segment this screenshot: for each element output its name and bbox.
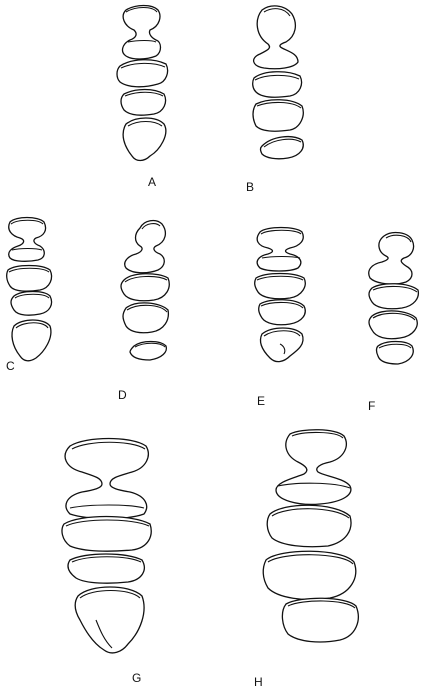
panel-label-a: A — [148, 175, 156, 189]
specimen-h-segment-2 — [266, 504, 352, 548]
specimen-f-upper-segment — [368, 231, 415, 285]
specimen-g-terminal-segment — [74, 586, 145, 654]
specimen-g: G — [61, 437, 152, 685]
specimen-b-segment-3 — [252, 99, 304, 132]
specimen-h: H — [254, 429, 359, 689]
specimen-c-upper-segment — [8, 216, 47, 262]
panel-label-b: B — [246, 180, 254, 194]
specimen-d: D — [118, 219, 170, 402]
specimen-e-segment-3 — [258, 299, 306, 326]
specimen-f-segment-2 — [368, 283, 420, 310]
specimen-b-upper-segment — [253, 5, 299, 70]
specimen-g-segment-3 — [67, 553, 145, 584]
specimen-c-segment-2 — [6, 264, 53, 292]
specimen-a-upper-segment — [121, 4, 162, 60]
panel-label-c: C — [6, 359, 15, 373]
specimen-a-segment-2 — [116, 59, 169, 88]
specimen-g-segment-2 — [61, 515, 152, 552]
specimen-g-upper-segment — [64, 437, 149, 520]
specimen-d-terminal-segment — [129, 340, 168, 361]
specimen-f-segment-3 — [368, 310, 418, 340]
panel-label-d: D — [118, 388, 127, 402]
specimen-a-terminal-segment — [122, 117, 167, 162]
specimen-e-segment-2 — [254, 272, 306, 300]
panel-label-h: H — [254, 675, 263, 689]
specimen-h-upper-segment — [275, 429, 352, 506]
specimen-c-terminal-segment — [11, 319, 52, 362]
specimen-d-upper-segment — [124, 219, 167, 274]
specimen-a: A — [116, 4, 169, 189]
specimen-c-segment-3 — [10, 290, 53, 316]
specimen-e-upper-segment — [256, 226, 304, 272]
specimen-b-segment-2 — [252, 71, 303, 98]
specimen-c: C — [6, 216, 53, 373]
panel-label-e: E — [257, 394, 265, 408]
specimen-a-segment-3 — [120, 88, 167, 116]
specimen-f: F — [368, 231, 420, 413]
panel-label-f: F — [368, 399, 375, 413]
specimen-f-terminal-segment — [375, 340, 414, 365]
specimen-e: E — [254, 226, 306, 408]
specimen-d-segment-3 — [122, 302, 170, 334]
specimen-b: B — [246, 5, 304, 194]
specimen-h-terminal-segment — [281, 597, 359, 643]
specimen-d-segment-2 — [120, 273, 170, 302]
panel-label-g: G — [132, 671, 141, 685]
